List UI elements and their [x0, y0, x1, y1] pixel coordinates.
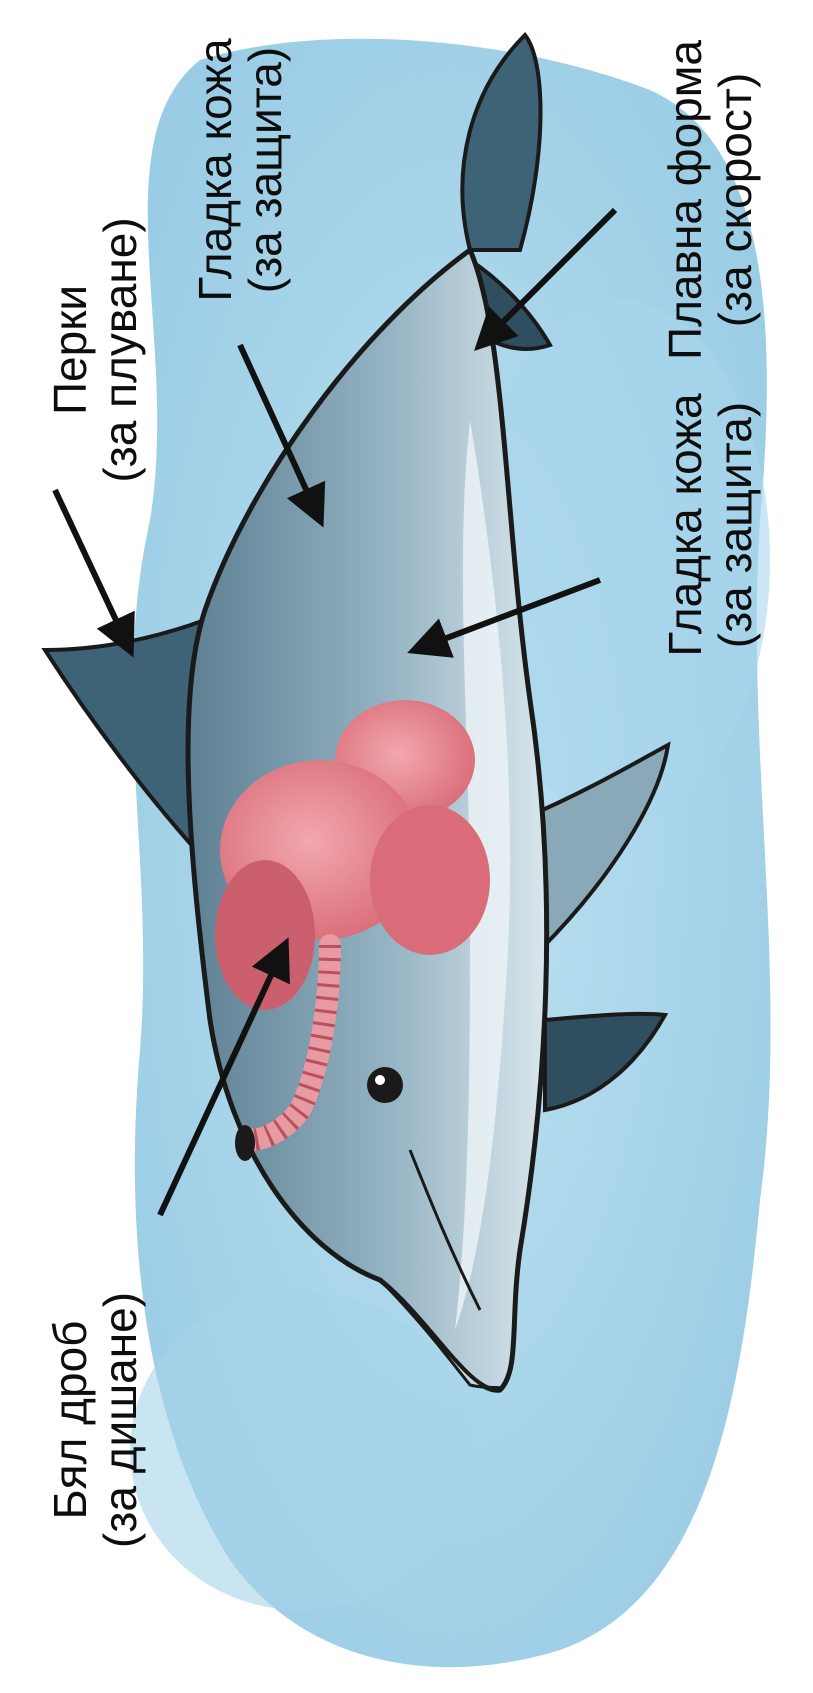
eye-icon — [367, 1067, 403, 1103]
label-skin-side-title: Гладка кожа — [660, 345, 710, 705]
label-shape-title: Плавна форма — [660, 20, 710, 380]
label-skin-top-title: Гладка кожа — [190, 0, 240, 350]
label-fins: Перки (за плуване) — [45, 170, 145, 530]
eye-highlight — [375, 1075, 385, 1085]
lung-side-lobe — [370, 805, 490, 955]
label-skin-side: Гладка кожа (за защита) — [660, 345, 760, 705]
label-fins-title: Перки — [45, 170, 95, 530]
label-skin-side-note: (за защита) — [710, 345, 760, 705]
water-splash — [130, 1290, 470, 1610]
label-lung-note: (за дишане) — [95, 1240, 145, 1600]
label-lung-title: Бял дроб — [45, 1240, 95, 1600]
label-shape: Плавна форма (за скорост) — [660, 20, 760, 380]
label-lung: Бял дроб (за дишане) — [45, 1240, 145, 1600]
blowhole — [235, 1125, 255, 1161]
dorsal-fin — [45, 620, 205, 860]
label-skin-top: Гладка кожа (за защита) — [190, 0, 290, 350]
label-skin-top-note: (за защита) — [240, 0, 290, 350]
label-shape-note: (за скорост) — [710, 20, 760, 380]
label-fins-note: (за плуване) — [95, 170, 145, 530]
